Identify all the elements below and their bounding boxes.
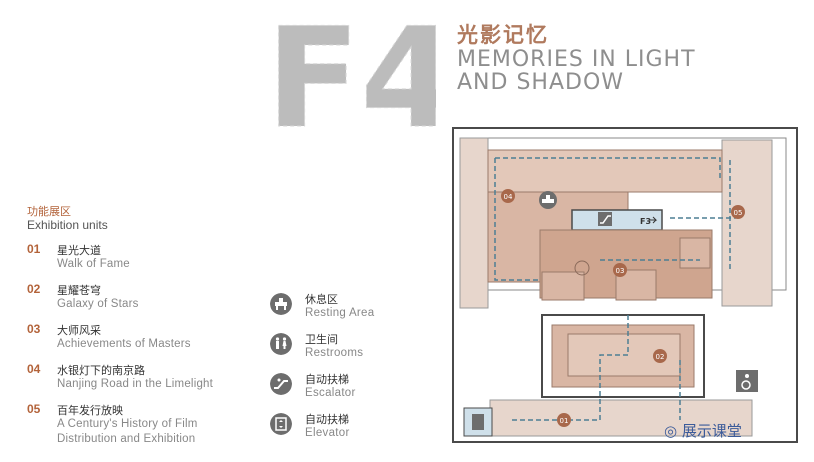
zone-03-block-a <box>541 271 585 301</box>
watermark-text: 展示课堂 <box>681 422 742 440</box>
svg-text:05: 05 <box>734 209 743 217</box>
facility-resting-area: 休息区 Resting Area <box>270 291 410 331</box>
title-cn: 光影记忆 <box>457 23 549 47</box>
watermark: ◎ 展示课堂 <box>664 420 742 441</box>
unit-name-cn: 大师风采 <box>57 324 101 337</box>
unit-name-cn: 星光大道 <box>57 244 101 257</box>
elevator-icon <box>270 413 292 435</box>
svg-text:03: 03 <box>616 267 625 275</box>
zone-marker-02: 02 <box>653 349 667 363</box>
restroom-icon <box>270 333 292 355</box>
left-wing <box>459 137 489 309</box>
facility-name-en: Restrooms <box>305 347 364 359</box>
facility-name-cn: 自动扶梯 <box>305 413 349 426</box>
unit-number: 05 <box>27 402 41 416</box>
zone-03-feature <box>574 260 590 276</box>
facility-escalator: 自动扶梯 Escalator <box>270 371 410 411</box>
facility-name-cn: 休息区 <box>305 293 338 306</box>
title-en-line2: AND SHADOW <box>457 70 625 95</box>
accessible-icon <box>736 370 758 392</box>
unit-name-en-line2: Distribution and Exhibition <box>57 433 196 445</box>
facility-name-en: Escalator <box>305 387 356 399</box>
escalator-arrow <box>650 216 658 224</box>
upper-corridor <box>487 149 723 193</box>
facility-name-en: Elevator <box>305 427 350 439</box>
unit-name-en: Galaxy of Stars <box>57 298 139 310</box>
route-path <box>494 157 736 421</box>
units-heading-cn: 功能展区 <box>27 206 71 218</box>
svg-text:02: 02 <box>656 353 665 361</box>
unit-number: 02 <box>27 282 41 296</box>
svg-text:04: 04 <box>504 193 513 201</box>
wechat-icon: ◎ <box>664 422 682 440</box>
resting-area-icon <box>539 191 557 209</box>
floor-f4-label: F4 <box>266 14 436 132</box>
title-en-line1: MEMORIES IN LIGHT <box>457 47 696 72</box>
escalator-floor-label: F3 <box>640 217 651 226</box>
unit-number: 03 <box>27 322 41 336</box>
units-heading-en: Exhibition units <box>27 218 108 232</box>
floor-f4-mark: F4 <box>266 14 436 132</box>
zone-marker-05: 05 <box>731 205 745 219</box>
zone-marker-04: 04 <box>501 189 515 203</box>
resting-area-icon <box>270 293 292 315</box>
escalator-icon <box>270 373 292 395</box>
escalator-icon <box>598 212 612 226</box>
facility-name-en: Resting Area <box>305 307 375 319</box>
unit-name-en: Walk of Fame <box>57 258 130 270</box>
unit-name-cn: 星耀苍穹 <box>57 284 101 297</box>
svg-text:01: 01 <box>560 417 569 425</box>
unit-number: 01 <box>27 242 41 256</box>
zone-03-block-b <box>615 269 657 301</box>
zone-marker-01: 01 <box>557 413 571 427</box>
unit-name-cn: 百年发行放映 <box>57 404 123 417</box>
zone-03-block-c <box>679 237 711 269</box>
unit-name-en: Achievements of Masters <box>57 338 191 350</box>
unit-name-cn: 水银灯下的南京路 <box>57 364 145 377</box>
zone-01-corridor <box>489 399 753 437</box>
right-wing <box>721 139 773 307</box>
elevator-icon <box>463 407 493 437</box>
unit-number: 04 <box>27 362 41 376</box>
facility-elevator: 自动扶梯 Elevator <box>270 411 410 451</box>
zone-marker-03: 03 <box>613 263 627 277</box>
unit-name-en: Nanjing Road in the Limelight <box>57 378 214 390</box>
floor-plan-map: F3 04 05 03 02 <box>452 127 798 443</box>
facility-name-cn: 自动扶梯 <box>305 373 349 386</box>
unit-name-en: A Century's History of Film <box>57 418 198 430</box>
facility-name-cn: 卫生间 <box>305 333 338 346</box>
facility-restrooms: 卫生间 Restrooms <box>270 331 410 371</box>
